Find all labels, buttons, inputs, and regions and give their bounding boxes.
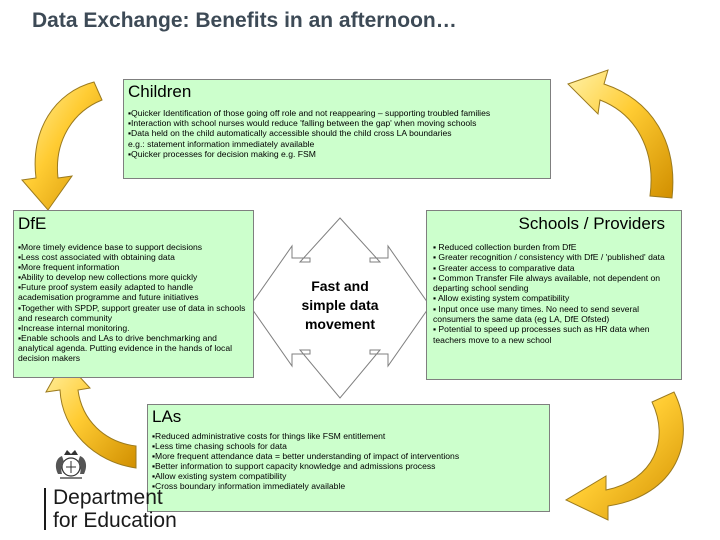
children-box: Children ▪Quicker Identification of thos… (123, 79, 551, 179)
list-item: ▪ Greater recognition / consistency with… (433, 252, 665, 263)
center-arrow-label: Fast and simple data movement (301, 278, 379, 332)
dfe-heading: DfE (18, 214, 47, 233)
list-item: ▪Interaction with school nurses would re… (128, 118, 477, 129)
las-list: ▪Reduced administrative costs for things… (152, 431, 545, 492)
list-item: ▪Ability to develop new collections more… (18, 272, 198, 283)
list-item: ▪ Common Transfer File always available,… (433, 272, 661, 294)
curved-arrow-bottom-right (564, 391, 684, 521)
royal-crest-icon (55, 450, 87, 479)
page-title: Data Exchange: Benefits in an afternoon… (32, 9, 457, 32)
list-item: ▪Future proof system easily adapted to h… (18, 282, 199, 303)
list-item: ▪Increase internal monitoring. (18, 322, 130, 333)
children-heading: Children (128, 82, 192, 101)
logo-rule (44, 488, 46, 530)
list-item: ▪Enable schools and LAs to drive benchma… (18, 332, 233, 364)
list-item: e.g.: statement information immediately … (128, 138, 315, 149)
schools-list: ▪ Reduced collection burden from DfE ▪ G… (433, 242, 675, 345)
list-item: ▪Allow existing system compatibility (152, 471, 287, 482)
list-item: ▪Less cost associated with obtaining dat… (18, 252, 175, 263)
schools-heading: Schools / Providers (518, 214, 665, 233)
list-item: ▪More timely evidence base to support de… (18, 242, 203, 252)
logo-for-education-text: for Education (53, 509, 177, 532)
list-item: ▪ Greater access to comparative data (433, 262, 575, 273)
list-item: ▪More frequent attendance data = better … (152, 451, 460, 462)
dfe-box: DfE ▪More timely evidence base to suppor… (13, 210, 254, 378)
curved-arrow-top-right (567, 69, 674, 199)
list-item: ▪Cross boundary information immediately … (152, 481, 346, 492)
list-item: ▪Better information to support capacity … (152, 461, 436, 472)
las-heading: LAs (152, 407, 182, 426)
list-item: ▪Reduced administrative costs for things… (152, 431, 386, 441)
list-item: ▪ Allow existing system compatibility (433, 293, 570, 304)
list-item: ▪ Input once use many times. No need to … (433, 303, 640, 325)
list-item: ▪ Potential to speed up processes such a… (433, 324, 650, 345)
children-list: ▪Quicker Identification of those going o… (128, 108, 546, 159)
list-item: ▪Less time chasing schools for data (152, 441, 287, 452)
list-item: ▪ Reduced collection burden from DfE (433, 242, 577, 252)
list-item: ▪Quicker Identification of those going o… (128, 108, 491, 118)
schools-providers-box: Schools / Providers ▪ Reduced collection… (426, 210, 682, 380)
las-box: LAs ▪Reduced administrative costs for th… (147, 404, 550, 512)
list-item: ▪Data held on the child automatically ac… (128, 128, 452, 139)
list-item: ▪More frequent information (18, 262, 120, 273)
curved-arrow-top-left (21, 81, 103, 211)
four-way-arrow (249, 217, 431, 399)
dfe-list: ▪More timely evidence base to support de… (18, 242, 249, 363)
list-item: ▪Together with SPDP, support greater use… (18, 302, 246, 323)
list-item: ▪Quicker processes for decision making e… (128, 148, 316, 159)
logo-department-text: Department (53, 486, 163, 509)
